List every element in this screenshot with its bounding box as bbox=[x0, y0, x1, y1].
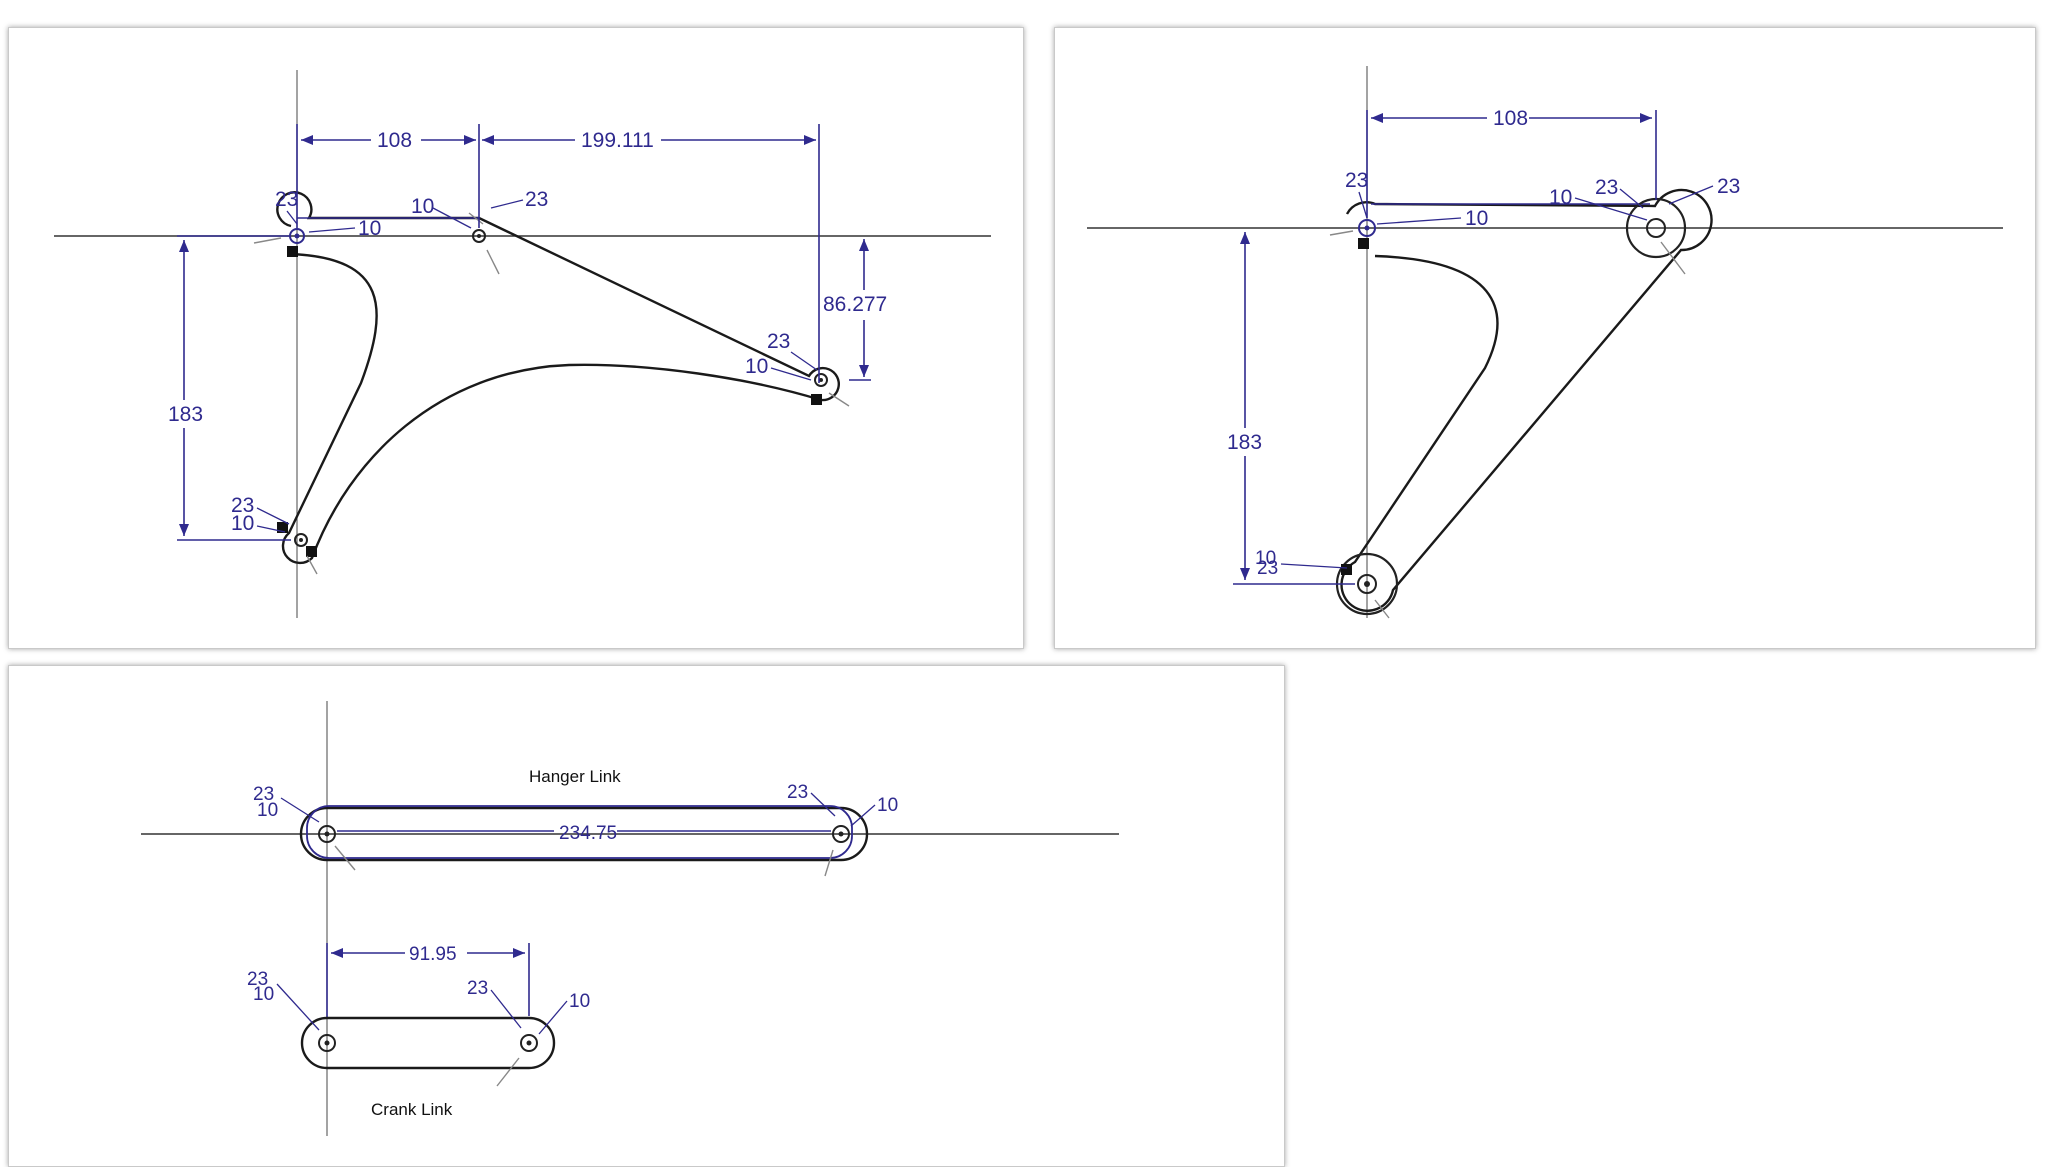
sketch-panel-links: Hanger Link 234.75 23 10 23 10 91.95 Cr bbox=[8, 665, 1285, 1167]
sketch-c-canvas: Hanger Link 234.75 23 10 23 10 91.95 Cr bbox=[141, 701, 1119, 1136]
dim-183[interactable]: 183 bbox=[1227, 431, 1262, 454]
sketch-panel-assembly: 108 183 23 10 10 23 23 10 23 bbox=[1054, 27, 2036, 649]
crank-right-inner-diameter[interactable]: 10 bbox=[569, 991, 590, 1012]
pin1-outer-diameter[interactable]: 23 bbox=[1345, 169, 1368, 192]
constraint-node bbox=[811, 394, 822, 405]
pivot-center-1 bbox=[294, 233, 300, 239]
pin1-outer-diameter[interactable]: 23 bbox=[275, 188, 298, 211]
dim-86-277[interactable]: 86.277 bbox=[823, 293, 887, 316]
crank-left-inner-diameter[interactable]: 10 bbox=[253, 984, 274, 1005]
pivot-circle-2[interactable] bbox=[1646, 218, 1666, 238]
dim-199-111[interactable]: 199.111 bbox=[581, 129, 654, 152]
constraint-node bbox=[1341, 564, 1352, 575]
pin4-inner-diameter[interactable]: 10 bbox=[231, 512, 254, 535]
crank-left-hole[interactable] bbox=[318, 1034, 336, 1052]
sketch-a-canvas: 108 199.111 183 86.277 23 10 10 23 23 bbox=[54, 70, 991, 618]
pin2-outer-diameter-b[interactable]: 23 bbox=[1717, 175, 1740, 198]
pivot-center-3 bbox=[819, 378, 823, 382]
sketch-panel-triangular-link: 108 199.111 183 86.277 23 10 10 23 23 bbox=[8, 27, 1024, 649]
pin1-inner-diameter[interactable]: 10 bbox=[358, 217, 381, 240]
pin3-inner-diameter[interactable]: 10 bbox=[1255, 548, 1276, 569]
pivot-center-4 bbox=[299, 538, 303, 542]
pin4-outer-diameter[interactable]: 23 bbox=[231, 494, 254, 517]
crank-link-label: Crank Link bbox=[371, 1100, 453, 1119]
constraint-node bbox=[287, 246, 298, 257]
pivot-circle-4[interactable] bbox=[294, 533, 308, 547]
pivot-circle-2[interactable] bbox=[472, 229, 486, 243]
constraint-node bbox=[277, 522, 288, 533]
constraint-node bbox=[1358, 238, 1369, 249]
pivot-circle-1[interactable] bbox=[1358, 219, 1376, 237]
dim-183[interactable]: 183 bbox=[168, 403, 203, 426]
constraint-node bbox=[306, 546, 317, 557]
hanger-construction-slot bbox=[306, 805, 853, 859]
pin2-inner-diameter[interactable]: 10 bbox=[1549, 186, 1572, 209]
hanger-left-hole[interactable] bbox=[318, 825, 336, 843]
pivot-center-2 bbox=[477, 234, 481, 238]
pin2-outer-diameter-a[interactable]: 23 bbox=[1595, 176, 1618, 199]
hanger-link-label: Hanger Link bbox=[529, 767, 621, 786]
sketch-b-canvas: 108 183 23 10 10 23 23 10 23 bbox=[1087, 66, 2003, 619]
link-outline bbox=[276, 191, 840, 565]
pivot-circle-1[interactable] bbox=[289, 228, 305, 244]
crank-right-hole[interactable] bbox=[520, 1034, 538, 1052]
hanger-right-outer-diameter[interactable]: 23 bbox=[787, 782, 808, 803]
pin3-inner-diameter[interactable]: 10 bbox=[745, 355, 768, 378]
hanger-right-inner-diameter[interactable]: 10 bbox=[877, 795, 898, 816]
pin1-inner-diameter[interactable]: 10 bbox=[1465, 207, 1488, 230]
crank-length-dim[interactable]: 91.95 bbox=[409, 944, 457, 965]
hanger-left-outer-diameter[interactable]: 23 bbox=[253, 784, 274, 805]
hanger-right-hole[interactable] bbox=[832, 825, 850, 843]
pin2-outer-diameter[interactable]: 23 bbox=[525, 188, 548, 211]
crank-left-outer-diameter[interactable]: 23 bbox=[247, 969, 268, 990]
pivot-circle-3[interactable] bbox=[814, 373, 828, 387]
pin3-outer-diameter[interactable]: 23 bbox=[1257, 558, 1278, 579]
hanger-length-dim[interactable]: 234.75 bbox=[559, 823, 617, 844]
hanger-left-inner-diameter[interactable]: 10 bbox=[257, 800, 278, 821]
dim-108[interactable]: 108 bbox=[1493, 107, 1528, 130]
dim-108[interactable]: 108 bbox=[377, 129, 412, 152]
pivot-circle-3[interactable] bbox=[1357, 574, 1377, 594]
link-outline bbox=[1340, 188, 1713, 612]
pin3-outer-diameter[interactable]: 23 bbox=[767, 330, 790, 353]
pin2-inner-diameter[interactable]: 10 bbox=[411, 195, 434, 218]
crank-right-outer-diameter[interactable]: 23 bbox=[467, 978, 488, 999]
crank-link-outline[interactable] bbox=[300, 1016, 556, 1070]
